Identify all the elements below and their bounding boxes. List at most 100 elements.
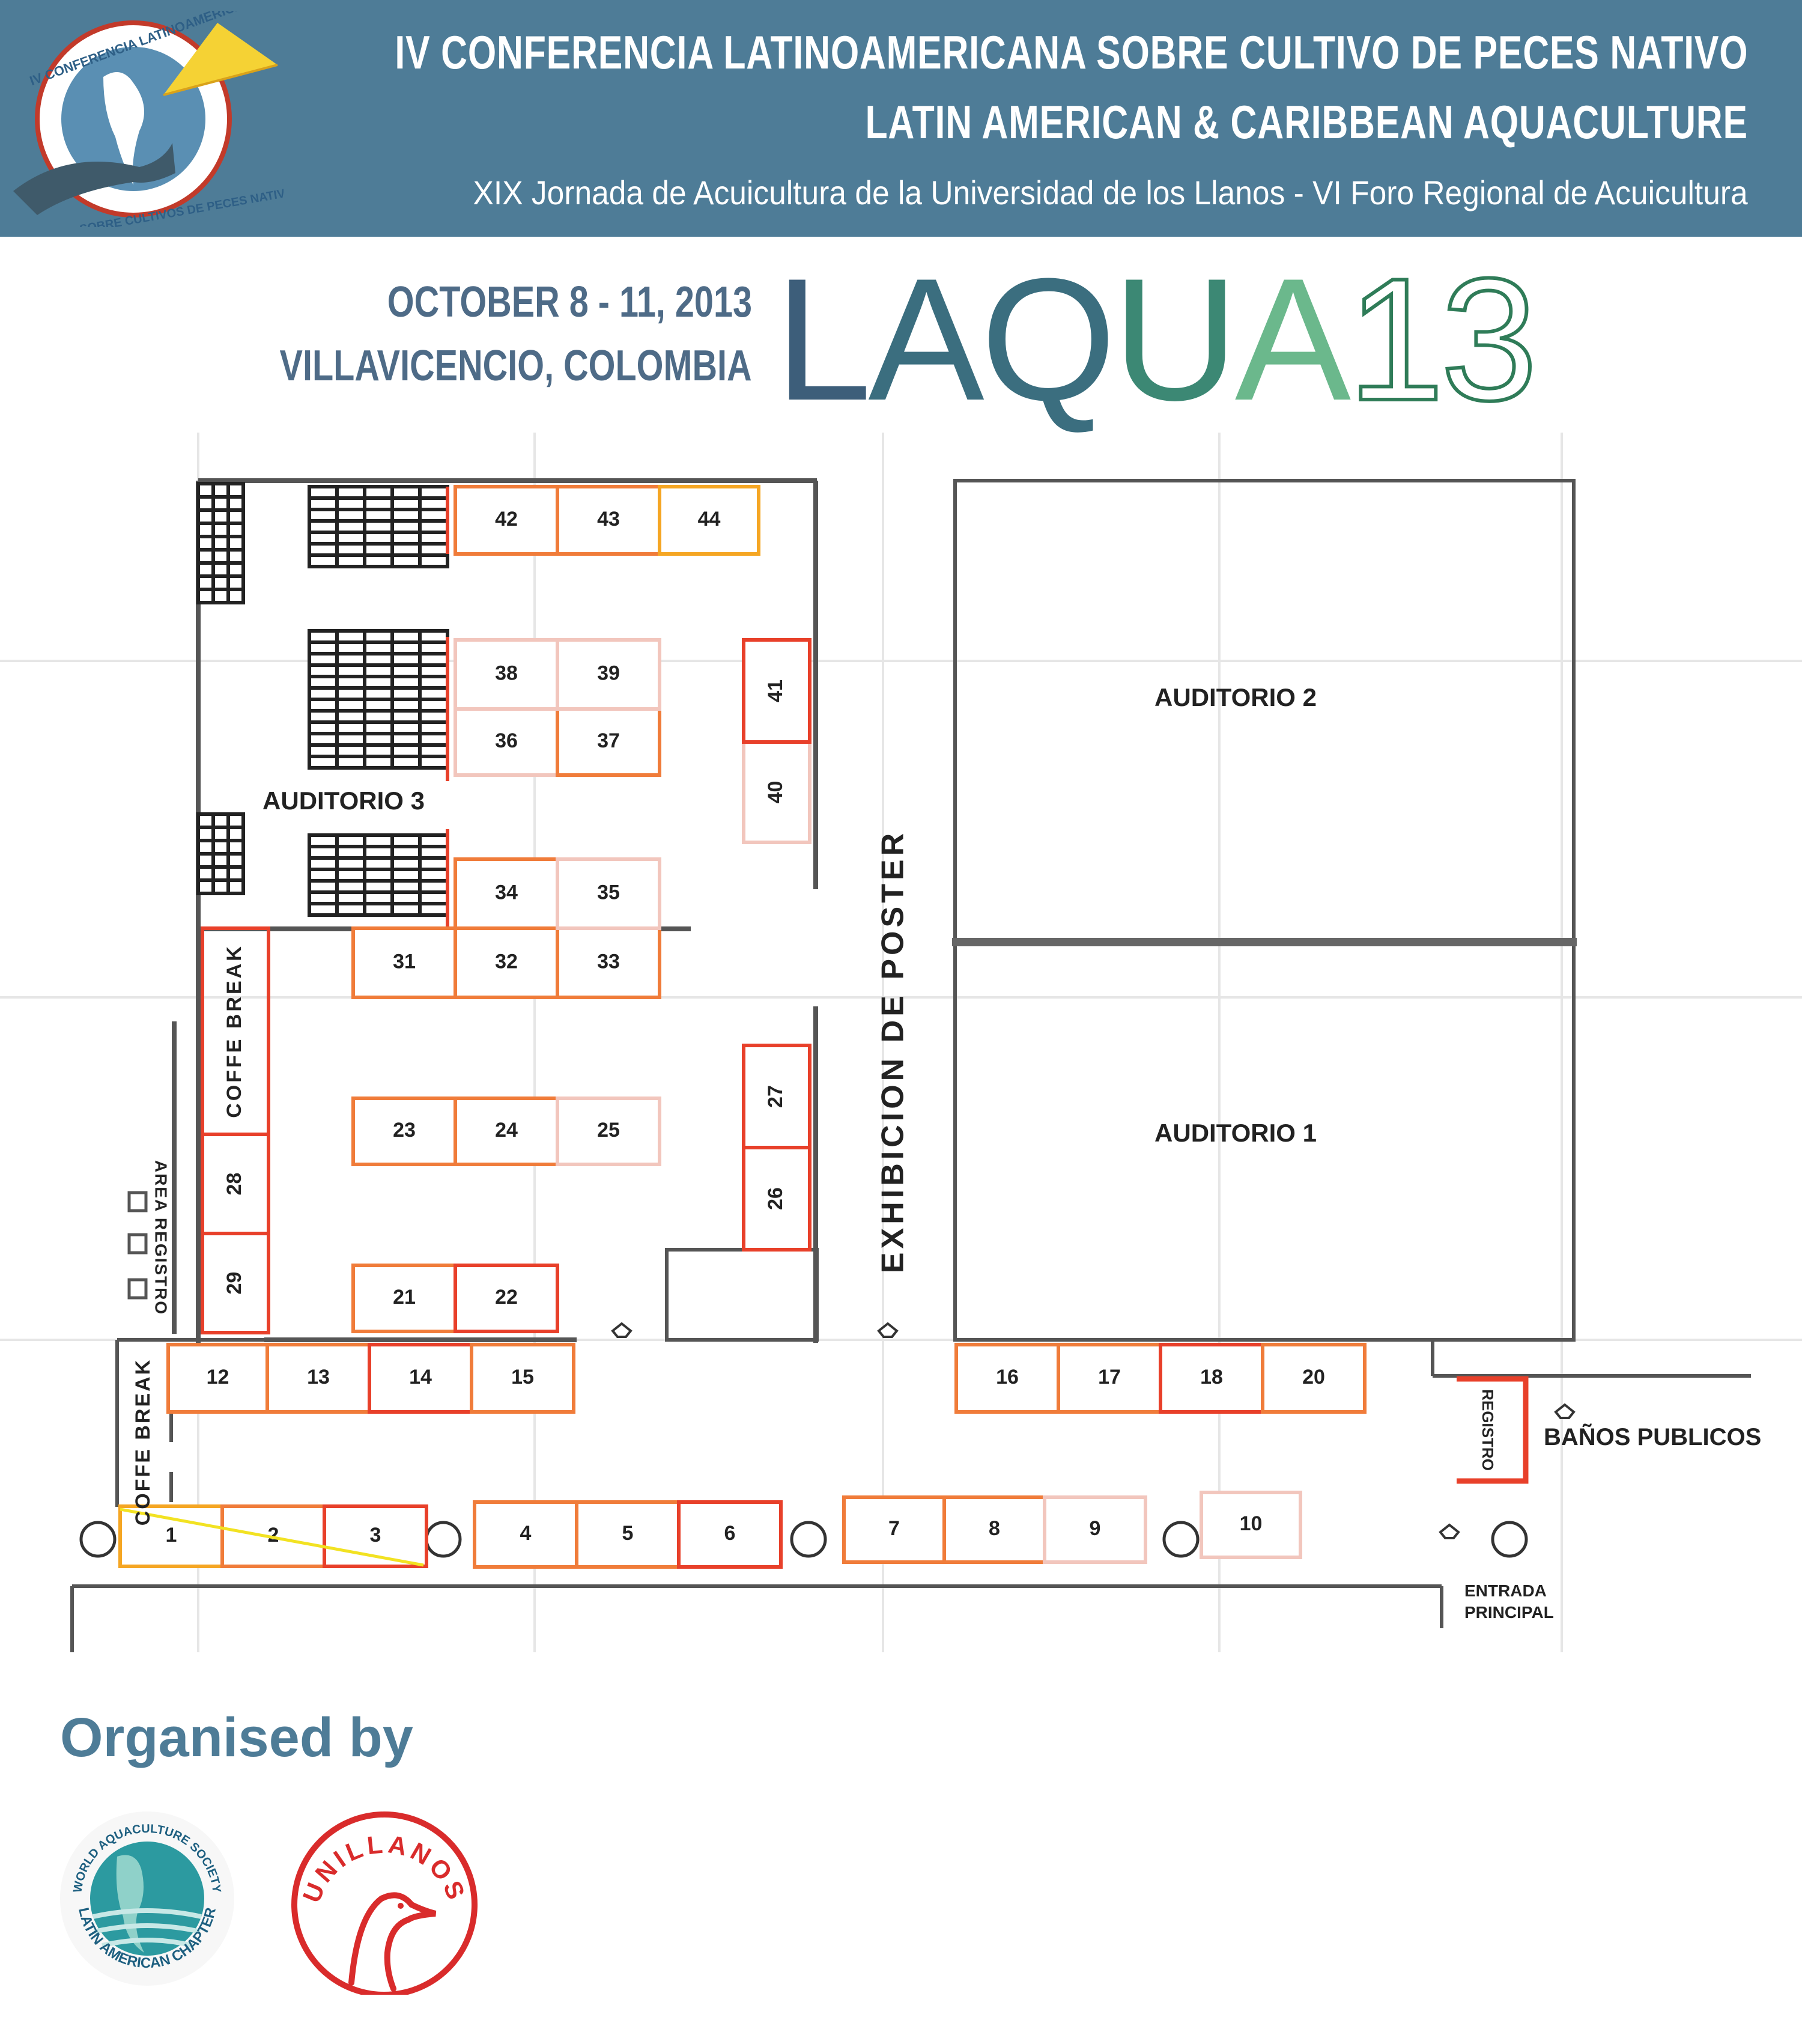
booth-15	[470, 1343, 575, 1414]
seating-block-middle	[308, 629, 449, 770]
registration-kiosks	[127, 1191, 148, 1300]
booth-label-31: 31	[393, 950, 416, 973]
booth-label-8: 8	[989, 1517, 1000, 1540]
header-banner: IV CONFERENCIA LATINOAMERICANA SOBRE CUL…	[0, 0, 1802, 237]
booth-33	[556, 926, 661, 999]
booth-label-18: 18	[1200, 1366, 1223, 1389]
booth-label-7: 7	[888, 1517, 900, 1540]
booth-label-35: 35	[597, 881, 620, 904]
logo-letter-l: L	[775, 242, 872, 437]
booth-25	[556, 1097, 661, 1166]
booth-42	[454, 485, 559, 556]
seating-side-bottom	[196, 812, 245, 895]
pillars	[79, 1521, 1528, 1558]
booth-label-44: 44	[698, 508, 721, 531]
booth-label-28: 28	[223, 1173, 246, 1196]
auditorio-2-label: AUDITORIO 2	[1154, 683, 1317, 711]
booth-9	[1043, 1495, 1147, 1564]
booth-16	[954, 1343, 1060, 1414]
outer-walls	[70, 1338, 1751, 1652]
conference-logo: IV CONFERENCIA LATINOAMERICANA SOBRE CUL…	[13, 11, 284, 227]
booth-32	[454, 926, 559, 999]
booth-label-5: 5	[622, 1522, 634, 1545]
area-registro-label: AREA REGISTRO	[152, 1160, 171, 1315]
booth-label-34: 34	[495, 881, 518, 904]
booth-6	[677, 1500, 783, 1569]
seating-block-top	[308, 485, 449, 568]
booth-35	[556, 857, 661, 930]
organised-by-title: Organised by	[60, 1707, 413, 1768]
main-entrance-line1: ENTRADA	[1464, 1581, 1547, 1600]
booth-label-27: 27	[764, 1085, 787, 1108]
coffee-break-upper-booth	[201, 926, 270, 1136]
booth-label-42: 42	[495, 508, 518, 531]
booth-label-14: 14	[409, 1366, 432, 1389]
header-title-line2: LATIN AMERICAN & CARIBBEAN AQUACULTURE	[865, 96, 1748, 148]
booth-label-13: 13	[307, 1366, 330, 1389]
booth-43	[556, 485, 661, 556]
unillanos-logo: UNILLANOS	[291, 1811, 478, 1995]
booth-10	[1200, 1491, 1302, 1559]
booth-label-3: 3	[370, 1524, 381, 1547]
booth-label-26: 26	[764, 1187, 787, 1210]
booth-label-4: 4	[520, 1522, 532, 1545]
coffee-break-lower-label: COFFE BREAK	[132, 1358, 154, 1526]
auditorio-3-seating	[196, 482, 449, 928]
coffee-break-upper-label: COFFE BREAK	[223, 944, 246, 1118]
booth-label-38: 38	[495, 662, 518, 684]
seating-block-bottom	[308, 833, 449, 917]
booth-label-37: 37	[597, 729, 620, 752]
booth-40	[742, 740, 812, 844]
logo-letter-u: U	[1112, 242, 1238, 437]
booth-label-36: 36	[495, 729, 518, 752]
auditorium-block	[953, 479, 1576, 1342]
logo-letter-a2: A	[1234, 242, 1351, 437]
booth-label-22: 22	[495, 1286, 518, 1309]
booth-37	[556, 707, 661, 777]
booth-label-10: 10	[1240, 1512, 1263, 1535]
booth-2	[220, 1504, 326, 1568]
booth-31	[351, 926, 457, 999]
laqua13-logo: LAQUA13	[775, 251, 1540, 428]
booth-44	[658, 485, 760, 556]
location-markers	[611, 1322, 1576, 1539]
was-lac-logo: WORLD AQUACULTURE SOCIETY LATIN AMERICAN…	[60, 1811, 234, 1986]
poster-exhibition-label: EXHIBICION DE POSTER	[876, 830, 911, 1273]
booth-7	[842, 1495, 946, 1564]
booth-label-24: 24	[495, 1119, 518, 1142]
booth-label-43: 43	[597, 508, 620, 531]
booth-41	[742, 638, 812, 744]
auditorio-3-label: AUDITORIO 3	[262, 786, 425, 815]
logo-number-13: 13	[1345, 242, 1540, 437]
booth-label-21: 21	[393, 1286, 416, 1309]
booth-label-39: 39	[597, 662, 620, 684]
main-entrance-line2: PRINCIPAL	[1464, 1603, 1554, 1622]
registration-desk	[1457, 1376, 1529, 1484]
booth-label-12: 12	[207, 1366, 229, 1389]
registro-label: REGISTRO	[1479, 1389, 1497, 1471]
header-subtitle: XIX Jornada de Acuicultura de la Univers…	[473, 174, 1748, 211]
storage-room	[665, 1248, 819, 1342]
booth-14	[368, 1343, 473, 1414]
booth-label-17: 17	[1098, 1366, 1121, 1389]
event-location: VILLAVICENCIO, COLOMBIA	[279, 342, 752, 390]
seating-side-top	[196, 482, 245, 604]
booth-17	[1057, 1343, 1162, 1414]
booth-27	[742, 1044, 812, 1149]
booth-label-16: 16	[996, 1366, 1019, 1389]
booth-label-32: 32	[495, 950, 518, 973]
booth-22	[454, 1264, 559, 1333]
booth-label-29: 29	[223, 1272, 246, 1295]
booth-diagonal-mark	[120, 1507, 424, 1567]
event-dates: OCTOBER 8 - 11, 2013	[387, 278, 752, 326]
booth-label-25: 25	[597, 1119, 620, 1142]
booth-label-40: 40	[764, 781, 787, 804]
header-title-line1: IV CONFERENCIA LATINOAMERICANA SOBRE CUL…	[395, 26, 1748, 79]
booth-5	[575, 1500, 681, 1569]
booth-label-41: 41	[764, 680, 787, 702]
booth-label-6: 6	[724, 1522, 736, 1545]
booth-36	[454, 707, 559, 777]
logo-letter-a1: A	[868, 242, 984, 437]
booth-label-20: 20	[1302, 1366, 1325, 1389]
